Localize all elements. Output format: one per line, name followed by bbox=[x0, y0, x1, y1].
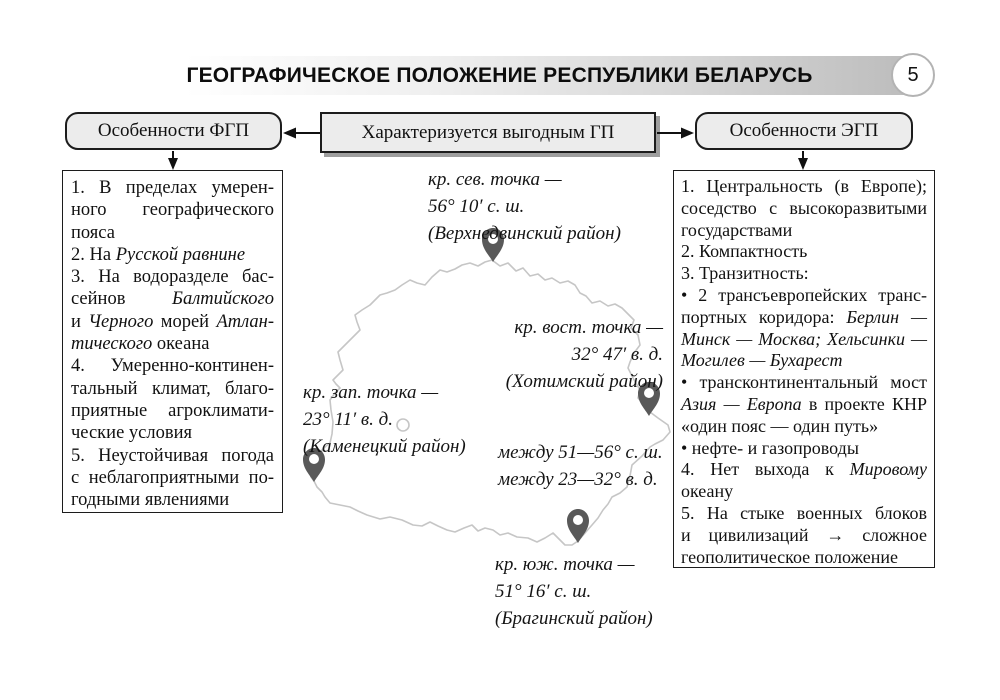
central-statement-label: Характеризуется выгодным ГП bbox=[361, 121, 615, 143]
arrow-center-to-egp bbox=[657, 127, 694, 139]
east-pin-icon bbox=[638, 382, 660, 416]
egp-heading-label: Особенности ЭГП bbox=[729, 120, 879, 141]
fgp-heading-label: Особенности ФГП bbox=[97, 120, 250, 141]
fgp-content-box: 1. В пределах умерен-ного географическог… bbox=[62, 170, 283, 513]
arrow-fgp-down bbox=[168, 151, 178, 170]
north-pin-icon bbox=[482, 228, 504, 262]
fgp-heading-box: Особенности ФГП bbox=[65, 112, 282, 150]
page-title: ГЕОГРАФИЧЕСКОЕ ПОЛОЖЕНИЕ РЕСПУБЛИКИ БЕЛА… bbox=[186, 63, 813, 87]
north-point-label: кр. сев. точка —56° 10′ с. ш.(Верхнедвин… bbox=[428, 169, 621, 244]
belarus-map bbox=[309, 259, 671, 546]
arrow-center-to-fgp bbox=[283, 127, 320, 139]
header-bar: ГЕОГРАФИЧЕСКОЕ ПОЛОЖЕНИЕ РЕСПУБЛИКИ БЕЛА… bbox=[184, 56, 905, 95]
coordinate-range-label: между 51—56° с. ш.между 23—32° в. д. bbox=[498, 442, 663, 490]
south-point-label: кр. юж. точка —51° 16′ с. ш.(Брагинский … bbox=[495, 554, 653, 629]
map-lake-loop bbox=[396, 418, 410, 432]
south-pin-icon bbox=[567, 509, 589, 543]
east-point-label: кр. вост. точка —32° 47′ в. д.(Хотимский… bbox=[505, 317, 663, 392]
egp-content-box: 1. Центральность (в Европе);соседство с … bbox=[673, 170, 935, 568]
page-number-badge: 5 bbox=[891, 53, 935, 97]
map-outline bbox=[309, 259, 671, 546]
west-point-label: кр. зап. точка —23° 11′ в. д.(Каменецкий… bbox=[303, 382, 466, 457]
arrow-egp-down bbox=[798, 151, 808, 170]
central-statement-box: Характеризуется выгодным ГП bbox=[320, 112, 656, 153]
egp-heading-box: Особенности ЭГП bbox=[695, 112, 913, 150]
west-pin-icon bbox=[303, 448, 325, 482]
